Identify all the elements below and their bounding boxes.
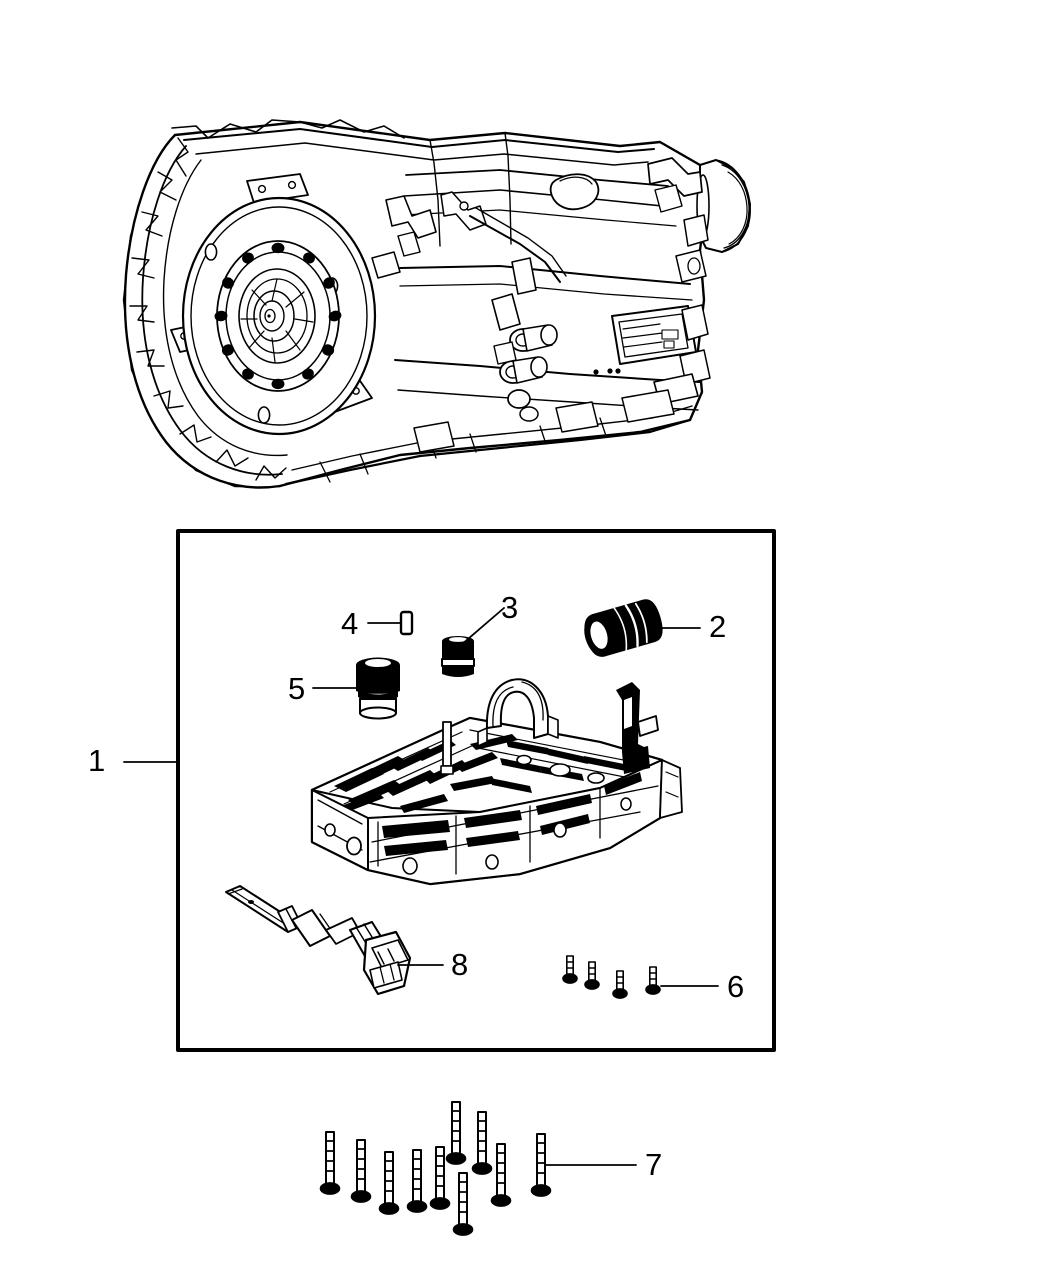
transmission-vent	[549, 173, 600, 211]
case-mounts-right	[647, 157, 711, 405]
transmission-assembly-illustration	[122, 119, 751, 489]
solenoid-pressure-control-part	[356, 657, 400, 720]
speed-sensor-illustration	[225, 885, 412, 996]
callout-label-7: 7	[645, 1147, 663, 1182]
leader-3	[460, 607, 505, 646]
callout-label-8: 8	[451, 947, 469, 982]
callout-label-2: 2	[709, 609, 727, 644]
long-bolt-group	[319, 1101, 552, 1237]
callout-label-4: 4	[341, 606, 359, 641]
valve-body-arch-tube	[477, 678, 559, 747]
valve-body-illustration	[310, 678, 683, 886]
callout-label-6: 6	[727, 969, 745, 1004]
torque-converter-flexplate	[181, 196, 377, 436]
case-solenoid-cluster	[493, 324, 558, 422]
case-brackets	[371, 191, 567, 331]
callout-leader-lines	[123, 607, 719, 1166]
callout-label-5: 5	[288, 671, 306, 706]
oil-pan-rail	[284, 389, 693, 486]
valve-body-connector	[616, 682, 659, 774]
valve-body-post	[440, 721, 454, 775]
solenoid-large-part	[584, 599, 663, 657]
callout-label-3: 3	[501, 590, 519, 625]
seal-small-part	[441, 636, 475, 677]
pin-retainer-part	[399, 610, 414, 636]
short-bolt-group	[562, 955, 661, 999]
callout-label-1: 1	[88, 743, 106, 778]
output-shaft-flange	[696, 159, 751, 253]
valve-body-kit-enclosure	[176, 529, 776, 1052]
transmission-id-label	[593, 305, 697, 375]
